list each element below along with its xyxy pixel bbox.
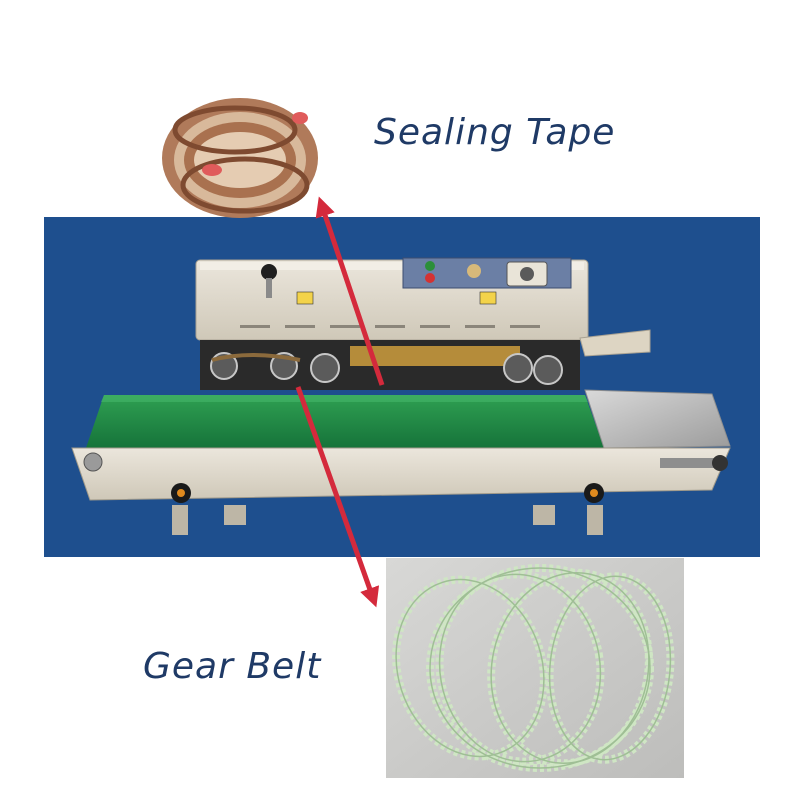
- arrow-to-sealing-tape: [315, 196, 385, 386]
- steel-plate: [584, 389, 731, 449]
- heat-indicator: [425, 273, 435, 283]
- gear-belt-label: Gear Belt: [143, 646, 322, 687]
- gear-belt-image: [386, 558, 684, 778]
- adjust-knob: [261, 264, 277, 280]
- sealing-tape-image: [162, 98, 318, 218]
- arrow-to-gear-belt: [295, 386, 380, 608]
- switch-knob: [467, 264, 481, 278]
- power-indicator: [425, 261, 435, 271]
- conveyor-belt: [86, 395, 604, 448]
- sealing-tape-label: Sealing Tape: [374, 112, 616, 153]
- band-sealer-machine: [71, 257, 731, 535]
- base-frame: [71, 447, 731, 501]
